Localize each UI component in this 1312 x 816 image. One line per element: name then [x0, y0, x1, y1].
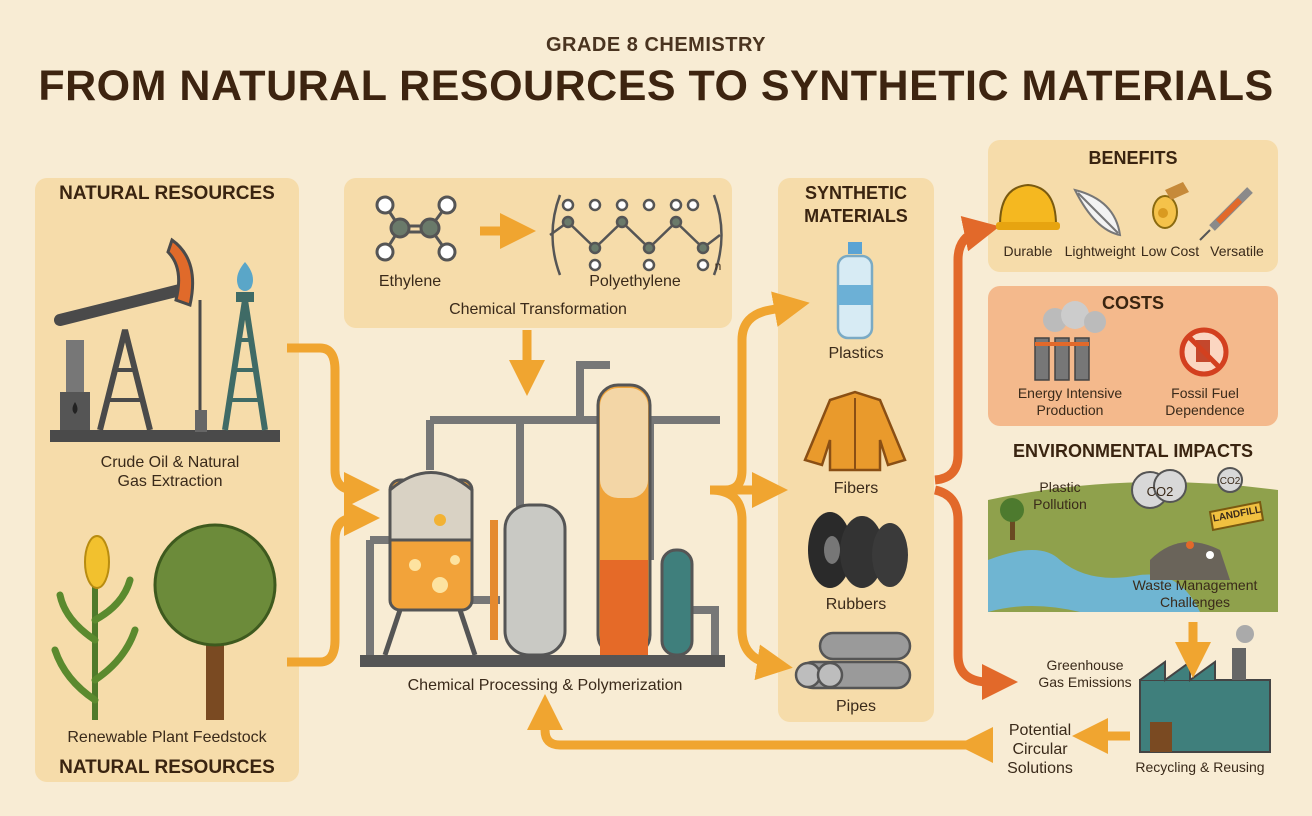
- chemical-transformation-panel: [344, 178, 732, 328]
- benefit-versatile: Versatile: [1210, 243, 1264, 259]
- ethylene-molecule-icon: [375, 195, 457, 262]
- circular-line2: Circular: [1012, 741, 1068, 758]
- chemical-processing-label: Chemical Processing & Polymerization: [407, 677, 683, 694]
- hard-hat-icon: [996, 183, 1060, 230]
- water-bottle-icon: [836, 242, 874, 340]
- synthetic-heading-line2: MATERIALS: [804, 206, 908, 226]
- waste-management-line2: Challenges: [1159, 594, 1231, 610]
- polyethylene-label: Polyethylene: [589, 273, 681, 290]
- tires-icon: [808, 512, 908, 588]
- arrow-plant-feedstock-to-plant: [287, 500, 380, 667]
- chemical-transformation-label: Chemical Transformation: [449, 301, 627, 318]
- jacket-icon: [803, 390, 907, 472]
- coins-icon: [1152, 182, 1189, 229]
- benefit-low-cost: Low Cost: [1140, 243, 1200, 259]
- factory-smoke-icon: [1034, 301, 1106, 381]
- synthetic-item-fibers: Fibers: [833, 480, 879, 497]
- natural-resources-heading-top: NATURAL RESOURCES: [59, 183, 275, 204]
- corn-plant-icon: [51, 535, 139, 720]
- gas-derrick-icon: [222, 262, 268, 431]
- polyethylene-chain-icon: [549, 194, 723, 276]
- cost-fossil-line2: Dependence: [1165, 402, 1245, 418]
- factory-icon: [1139, 625, 1271, 753]
- waste-management-line1: Waste Management: [1132, 577, 1258, 593]
- arrows-to-impacts: [933, 216, 1018, 700]
- cost-energy-line2: Production: [1036, 402, 1104, 418]
- natural-resources-panel: [35, 178, 299, 782]
- extraction-label-line2: Gas Extraction: [117, 473, 223, 490]
- co2-label-b: CO2: [1219, 476, 1241, 487]
- synthetic-heading-line1: SYNTHETIC: [804, 183, 907, 203]
- arrow-circular-loop: [527, 694, 993, 763]
- environment-heading: ENVIRONMENTAL IMPACTS: [1012, 441, 1253, 461]
- no-fossil-fuel-icon: [1179, 327, 1229, 377]
- synthetic-item-plastics: Plastics: [828, 345, 884, 362]
- plastic-pollution-line2: Pollution: [1033, 496, 1087, 512]
- ethylene-label: Ethylene: [378, 273, 442, 290]
- ghg-line2: Gas Emissions: [1038, 674, 1132, 690]
- recycling-label: Recycling & Reusing: [1135, 759, 1265, 775]
- benefit-durable: Durable: [1003, 243, 1053, 259]
- co2-label-a: CO2: [1146, 484, 1174, 499]
- syringe-icon: [1199, 187, 1253, 241]
- plant-feedstock-label: Renewable Plant Feedstock: [67, 729, 267, 746]
- ghg-line1: Greenhouse: [1046, 657, 1124, 673]
- synthetic-item-rubbers: Rubbers: [825, 596, 887, 613]
- subtitle: GRADE 8 CHEMISTRY: [545, 34, 766, 56]
- cost-energy-line1: Energy Intensive: [1017, 385, 1123, 401]
- extraction-label-line1: Crude Oil & Natural: [100, 454, 240, 471]
- oil-pump-icon: [50, 237, 280, 442]
- plastic-pollution-line1: Plastic: [1039, 479, 1081, 495]
- page-title: FROM NATURAL RESOURCES TO SYNTHETIC MATE…: [38, 62, 1274, 110]
- benefit-lightweight: Lightweight: [1064, 243, 1136, 259]
- environment-scene: [988, 467, 1278, 612]
- circular-line3: Solutions: [1007, 760, 1073, 777]
- feather-icon: [1073, 188, 1122, 237]
- subscript-n: n: [714, 259, 722, 273]
- costs-heading: COSTS: [1101, 293, 1164, 313]
- circular-line1: Potential: [1008, 722, 1072, 739]
- synthetic-item-pipes: Pipes: [835, 698, 877, 715]
- natural-resources-heading-bottom: NATURAL RESOURCES: [59, 757, 275, 778]
- arrow-oil-to-plant: [287, 343, 380, 508]
- arrows-to-synthetic: [709, 291, 810, 681]
- chemical-plant-icon: [360, 361, 725, 667]
- tree-icon: [153, 523, 277, 720]
- benefits-heading: BENEFITS: [1088, 148, 1178, 168]
- pipes-icon: [794, 631, 912, 690]
- cost-fossil-line1: Fossil Fuel: [1171, 385, 1239, 401]
